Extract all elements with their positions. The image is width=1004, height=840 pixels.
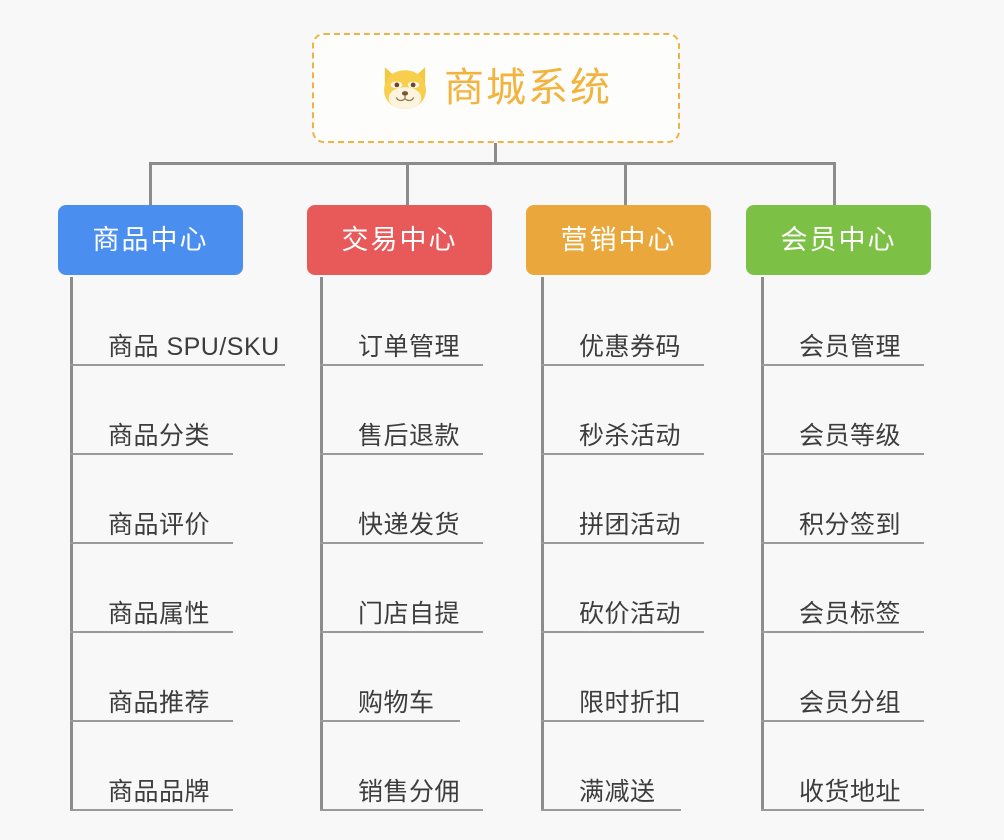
branch-column-4: 会员管理 会员等级 积分签到 会员标签 会员分组 收货地址 bbox=[761, 277, 924, 811]
list-item[interactable]: 商品评价 bbox=[70, 455, 280, 544]
leaf-underline bbox=[70, 364, 285, 366]
leaf-label: 砍价活动 bbox=[579, 599, 682, 628]
connector-drop-1 bbox=[149, 162, 152, 206]
leaf-underline bbox=[541, 453, 704, 455]
branch-trunk bbox=[70, 277, 73, 811]
leaf-underline bbox=[320, 542, 483, 544]
branch-column-3: 优惠券码 秒杀活动 拼团活动 砍价活动 限时折扣 满减送 bbox=[541, 277, 704, 811]
list-item[interactable]: 收货地址 bbox=[761, 722, 924, 811]
list-item[interactable]: 商品属性 bbox=[70, 544, 280, 633]
list-item[interactable]: 订单管理 bbox=[320, 277, 483, 366]
leaf-label: 会员管理 bbox=[799, 332, 902, 361]
list-item[interactable]: 满减送 bbox=[541, 722, 681, 811]
leaf-label: 商品推荐 bbox=[108, 688, 211, 717]
list-item[interactable]: 售后退款 bbox=[320, 366, 483, 455]
leaf-label: 限时折扣 bbox=[579, 688, 682, 717]
leaf-label: 商品属性 bbox=[108, 599, 211, 628]
category-label: 商品中心 bbox=[92, 224, 209, 255]
connector-root-stem bbox=[494, 143, 497, 165]
list-item[interactable]: 快递发货 bbox=[320, 455, 483, 544]
leaf-label: 销售分佣 bbox=[358, 777, 461, 806]
leaf-label: 满减送 bbox=[579, 777, 656, 806]
leaf-label: 积分签到 bbox=[799, 510, 902, 539]
list-item[interactable]: 商品分类 bbox=[70, 366, 280, 455]
leaf-underline bbox=[320, 809, 483, 811]
list-item[interactable]: 限时折扣 bbox=[541, 633, 704, 722]
connector-drop-4 bbox=[833, 162, 836, 206]
list-item[interactable]: 优惠券码 bbox=[541, 277, 704, 366]
connector-horizontal-bus bbox=[149, 162, 835, 165]
root-node[interactable]: 商城系统 bbox=[312, 33, 680, 143]
list-item[interactable]: 会员等级 bbox=[761, 366, 924, 455]
category-label: 营销中心 bbox=[560, 224, 677, 255]
list-item[interactable]: 拼团活动 bbox=[541, 455, 704, 544]
list-item[interactable]: 积分签到 bbox=[761, 455, 924, 544]
root-title: 商城系统 bbox=[444, 66, 612, 110]
connector-drop-3 bbox=[624, 162, 627, 206]
leaf-label: 秒杀活动 bbox=[579, 421, 682, 450]
branch-column-2: 订单管理 售后退款 快递发货 门店自提 购物车 销售分佣 bbox=[320, 277, 483, 811]
leaf-underline bbox=[541, 542, 704, 544]
leaf-label: 售后退款 bbox=[358, 421, 461, 450]
leaf-underline bbox=[70, 542, 233, 544]
leaf-underline bbox=[70, 720, 233, 722]
leaf-underline bbox=[761, 364, 924, 366]
list-item[interactable]: 秒杀活动 bbox=[541, 366, 704, 455]
category-label: 交易中心 bbox=[341, 224, 458, 255]
list-item[interactable]: 商品品牌 bbox=[70, 722, 280, 811]
leaf-underline bbox=[70, 631, 233, 633]
leaf-label: 商品 SPU/SKU bbox=[108, 332, 280, 361]
shiba-dog-face-icon bbox=[380, 64, 430, 112]
branch-column-1: 商品 SPU/SKU 商品分类 商品评价 商品属性 商品推荐 商品品牌 bbox=[70, 277, 285, 811]
connector-drop-2 bbox=[406, 162, 409, 206]
category-label: 会员中心 bbox=[780, 224, 897, 255]
list-item[interactable]: 商品 SPU/SKU bbox=[70, 277, 285, 366]
leaf-label: 会员等级 bbox=[799, 421, 902, 450]
list-item[interactable]: 会员分组 bbox=[761, 633, 924, 722]
branch-trunk bbox=[541, 277, 544, 811]
leaf-label: 门店自提 bbox=[358, 599, 461, 628]
leaf-underline bbox=[541, 720, 704, 722]
leaf-underline bbox=[320, 631, 483, 633]
list-item[interactable]: 会员标签 bbox=[761, 544, 924, 633]
leaf-underline bbox=[761, 809, 924, 811]
leaf-label: 会员分组 bbox=[799, 688, 902, 717]
leaf-underline bbox=[70, 809, 233, 811]
list-item[interactable]: 门店自提 bbox=[320, 544, 483, 633]
leaf-underline bbox=[541, 809, 681, 811]
list-item[interactable]: 购物车 bbox=[320, 633, 460, 722]
category-box-4[interactable]: 会员中心 bbox=[746, 205, 931, 275]
list-item[interactable]: 会员管理 bbox=[761, 277, 924, 366]
list-item[interactable]: 砍价活动 bbox=[541, 544, 704, 633]
leaf-underline bbox=[320, 364, 483, 366]
leaf-label: 快递发货 bbox=[358, 510, 461, 539]
leaf-underline bbox=[761, 720, 924, 722]
leaf-label: 购物车 bbox=[358, 688, 435, 717]
branch-trunk bbox=[761, 277, 764, 811]
leaf-underline bbox=[761, 631, 924, 633]
category-box-1[interactable]: 商品中心 bbox=[58, 205, 243, 275]
leaf-label: 收货地址 bbox=[799, 777, 902, 806]
leaf-underline bbox=[761, 453, 924, 455]
leaf-label: 商品品牌 bbox=[108, 777, 211, 806]
leaf-underline bbox=[541, 364, 704, 366]
leaf-underline bbox=[70, 453, 233, 455]
category-box-2[interactable]: 交易中心 bbox=[307, 205, 492, 275]
leaf-underline bbox=[320, 453, 483, 455]
list-item[interactable]: 商品推荐 bbox=[70, 633, 280, 722]
leaf-label: 商品评价 bbox=[108, 510, 211, 539]
leaf-label: 优惠券码 bbox=[579, 332, 682, 361]
list-item[interactable]: 销售分佣 bbox=[320, 722, 483, 811]
leaf-label: 拼团活动 bbox=[579, 510, 682, 539]
leaf-underline bbox=[761, 542, 924, 544]
category-box-3[interactable]: 营销中心 bbox=[526, 205, 711, 275]
branch-trunk bbox=[320, 277, 323, 811]
leaf-label: 订单管理 bbox=[358, 332, 461, 361]
leaf-label: 商品分类 bbox=[108, 421, 211, 450]
leaf-label: 会员标签 bbox=[799, 599, 902, 628]
leaf-underline bbox=[541, 631, 704, 633]
leaf-underline bbox=[320, 720, 460, 722]
